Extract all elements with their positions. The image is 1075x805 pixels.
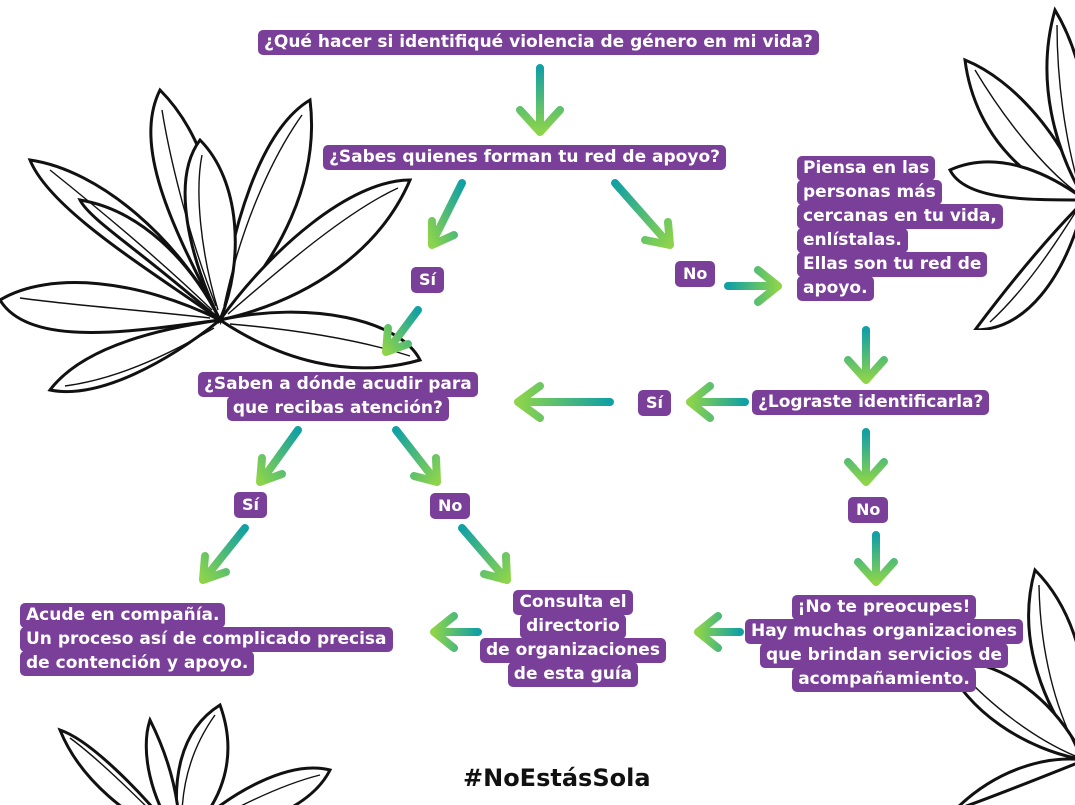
- node-text-line: de contención y apoyo.: [20, 651, 255, 676]
- label-si-identified: Sí: [638, 390, 672, 416]
- node-text-line: de esta guía: [507, 662, 639, 687]
- node-consult-directory: Consulta el directorio de organizaciones…: [480, 590, 666, 687]
- hashtag-footer: #NoEstásSola: [463, 764, 651, 792]
- node-text-line: ¿Sabes quienes forman tu red de apoyo?: [323, 145, 726, 170]
- node-text-line: Acude en compañía.: [20, 603, 226, 628]
- arrow-no-to-think: [724, 266, 782, 306]
- node-text-line: Piensa en las: [797, 156, 936, 181]
- arrow-si-to-where-left: [514, 382, 614, 422]
- node-identified: ¿Lograste identificarla?: [752, 390, 990, 415]
- lotus-flower-top-left: [0, 87, 423, 393]
- label-si-where: Sí: [234, 492, 268, 518]
- node-text-line: Hay muchas organizaciones: [745, 619, 1024, 644]
- arrow-no-to-directory: [458, 524, 511, 584]
- node-text-line: apoyo.: [797, 276, 874, 301]
- node-text-line: ¡No te preocupes!: [791, 595, 977, 620]
- node-where-to-go: ¿Saben a dónde acudir para que recibas a…: [198, 372, 478, 421]
- arrow-think-to-identified: [844, 326, 888, 384]
- arrow-no-to-dontworry: [854, 531, 898, 586]
- node-support-network: ¿Sabes quienes forman tu red de apoyo?: [323, 145, 726, 170]
- node-text-line: de organizaciones: [480, 638, 666, 663]
- node-dont-worry: ¡No te preocupes! Hay muchas organizacio…: [745, 595, 1024, 692]
- lotus-flower-top-right: [947, 6, 1075, 330]
- arrow-support-to-si: [428, 179, 466, 249]
- node-think-people: Piensa en las personas más cercanas en t…: [797, 156, 1003, 301]
- arrow-directory-to-company: [430, 612, 482, 652]
- node-text-line: directorio: [520, 614, 626, 639]
- arrow-where-to-no: [392, 426, 441, 486]
- node-text-line: que brindan servicios de: [759, 643, 1009, 668]
- arrow-where-to-si: [256, 426, 302, 486]
- arrow-identified-to-si: [686, 382, 749, 422]
- label-no-support: No: [675, 261, 716, 287]
- node-text-line: ¿Saben a dónde acudir para: [198, 372, 478, 397]
- label-no-where: No: [430, 493, 471, 519]
- lotus-flower-bottom-left: [57, 702, 333, 805]
- node-text-line: Ellas son tu red de: [797, 252, 988, 277]
- node-text-line: personas más: [797, 180, 942, 205]
- title-box: ¿Qué hacer si identifiqué violencia de g…: [258, 30, 819, 55]
- arrow-identified-to-no: [844, 428, 888, 486]
- node-text-line: que recibas atención?: [226, 396, 449, 421]
- label-no-identified: No: [848, 497, 889, 523]
- arrow-si-to-company: [199, 524, 249, 584]
- node-text-line: cercanas en tu vida,: [797, 204, 1003, 229]
- arrow-si-to-where: [382, 306, 422, 356]
- arrow-title-to-support: [516, 64, 564, 136]
- node-text-line: enlístalas.: [797, 228, 908, 253]
- node-go-with-company: Acude en compañía. Un proceso así de com…: [20, 603, 393, 676]
- label-si-support: Sí: [411, 267, 445, 293]
- node-text-line: Consulta el: [513, 590, 633, 615]
- title-text: ¿Qué hacer si identifiqué violencia de g…: [258, 30, 819, 55]
- node-text-line: acompañamiento.: [792, 667, 976, 692]
- lotus-flower-bottom-right: [942, 567, 1075, 805]
- node-text-line: ¿Lograste identificarla?: [752, 390, 990, 415]
- arrow-dontworry-to-directory: [694, 612, 744, 652]
- arrow-support-to-no: [611, 179, 674, 249]
- node-text-line: Un proceso así de complicado precisa: [20, 627, 393, 652]
